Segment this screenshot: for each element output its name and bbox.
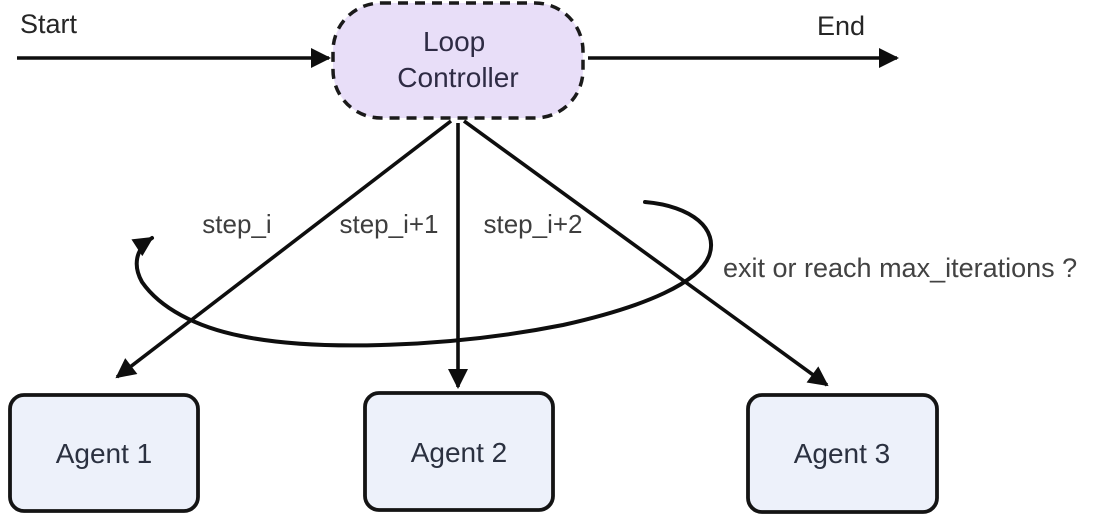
edge-controller-to-agent3 bbox=[462, 119, 829, 387]
agent3-node bbox=[746, 393, 939, 514]
agent1-label: Agent 1 bbox=[56, 438, 153, 469]
edge-controller-to-agent1 bbox=[115, 119, 453, 379]
loop-condition-label: exit or reach max_iterations ? bbox=[723, 253, 1077, 283]
end-label: End bbox=[817, 11, 865, 41]
edge-label-step-i-plus-2: step_i+2 bbox=[483, 209, 582, 239]
loop-controller-label: Loop Controller bbox=[397, 26, 518, 93]
loop-controller-node bbox=[331, 1, 585, 120]
agent3-label: Agent 3 bbox=[794, 438, 891, 469]
agent2-label: Agent 2 bbox=[411, 437, 508, 468]
edge-label-step-i: step_i bbox=[202, 209, 271, 239]
agent2-node bbox=[363, 391, 555, 512]
start-label: Start bbox=[20, 9, 78, 39]
edge-label-step-i-plus-1: step_i+1 bbox=[339, 209, 438, 239]
loop-controller-label-line2: Controller bbox=[397, 62, 518, 93]
agent1-node bbox=[8, 393, 200, 513]
loop-controller-label-line1: Loop bbox=[423, 26, 485, 57]
loop-back-arrow bbox=[131, 200, 713, 348]
